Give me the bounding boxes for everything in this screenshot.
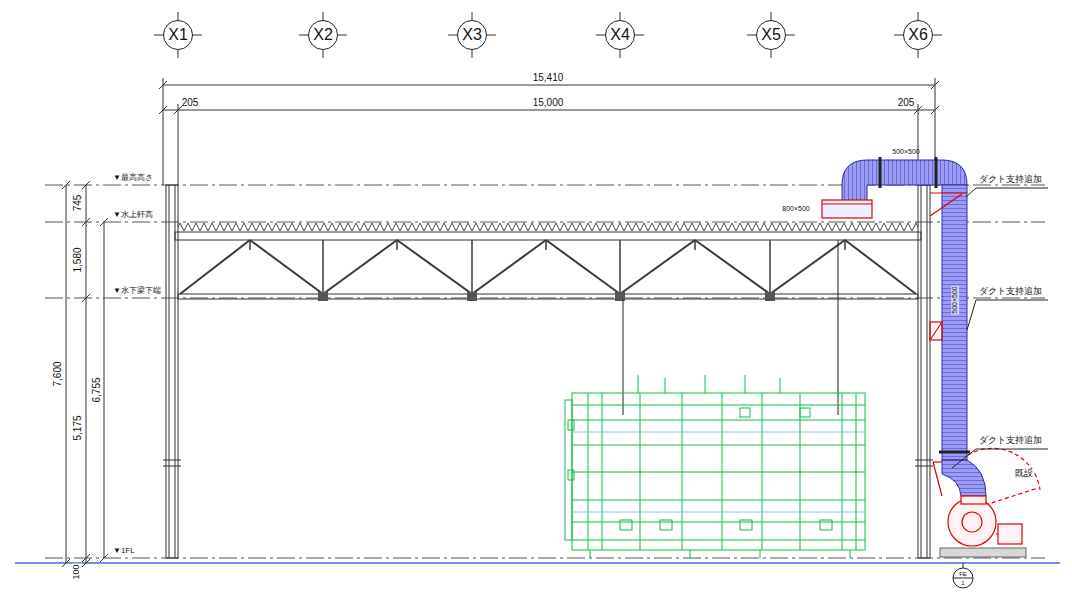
dimension: 15,000 xyxy=(533,97,564,108)
grid-bubble: X1 xyxy=(163,20,193,50)
duct-size: 800×500 xyxy=(782,205,809,213)
dimension: 745 xyxy=(72,195,83,212)
level-label: ▼1FL xyxy=(113,547,135,556)
dimension: 205 xyxy=(182,97,199,108)
dimension: 205 xyxy=(898,97,915,108)
level-label: ▼水下梁下端 xyxy=(113,287,161,296)
dimension: 100 xyxy=(72,563,82,580)
level-label: ▼最高高さ xyxy=(113,174,153,183)
grid-label: X4 xyxy=(610,27,630,43)
grid-label: FE xyxy=(959,571,967,577)
grid-label: X1 xyxy=(168,27,188,43)
dimension: 15,410 xyxy=(533,72,564,83)
duct-size: 500×500 xyxy=(951,285,959,314)
dimension: 6,755 xyxy=(91,377,102,402)
grid-label: X3 xyxy=(462,27,482,43)
grid-bubble: X2 xyxy=(308,20,338,50)
grid-bubble: X5 xyxy=(756,20,786,50)
grid-bubble: X4 xyxy=(605,20,635,50)
duct-size: 500×500 xyxy=(892,148,919,156)
grid-bubble: X6 xyxy=(903,20,933,50)
note-label: ダクト支持追加 xyxy=(979,436,1042,446)
dimension: 7,600 xyxy=(52,361,63,386)
section-mark: FE 1 xyxy=(953,568,973,588)
note-label: ダクト支持追加 xyxy=(979,287,1042,297)
grid-bubble: X3 xyxy=(457,20,487,50)
level-label: ▼水上軒高 xyxy=(113,211,153,220)
grid-label: X5 xyxy=(761,27,781,43)
sheet-number: 1 xyxy=(961,580,964,586)
grid-label: X6 xyxy=(908,27,928,43)
dimension: 5,175 xyxy=(72,415,83,440)
dimension: 1,580 xyxy=(72,247,83,272)
note-label: ダクト支持追加 xyxy=(979,175,1042,185)
note-label: 既設 xyxy=(1014,469,1034,479)
grid-label: X2 xyxy=(313,27,333,43)
